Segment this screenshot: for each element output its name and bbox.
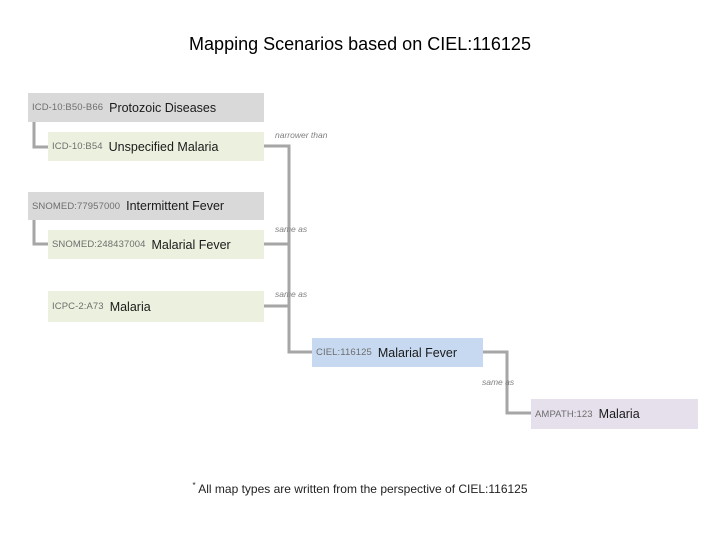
connector-icd-b54-to-ciel [264,144,312,354]
concept-box-snomed-248437004: SNOMED:248437004 Malarial Fever [48,230,264,259]
concept-box-icpc2-a73: ICPC-2:A73 Malaria [48,291,264,322]
concept-name: Unspecified Malaria [108,139,219,154]
concept-code: AMPATH:123 [535,408,593,420]
concept-name: Malarial Fever [151,237,231,252]
relation-label-same-as-icpc: same as [275,289,308,299]
relation-label-same-as-snomed: same as [275,224,308,234]
concept-box-snomed-77957000: SNOMED:77957000 Intermittent Fever [28,192,264,220]
concept-name: Malaria [109,299,151,314]
concept-name: Intermittent Fever [126,199,225,213]
concept-box-icd10-b54: ICD-10:B54 Unspecified Malaria [48,132,264,161]
concept-name: Malarial Fever [377,345,458,360]
footnote-text: All map types are written from the persp… [198,482,528,496]
concept-box-icd10-b50-b66: ICD-10:B50-B66 Protozoic Diseases [28,93,264,122]
concept-code: ICPC-2:A73 [52,301,104,312]
page-title: Mapping Scenarios based on CIEL:116125 [189,34,531,54]
connector-snomed-hierarchy [32,220,48,246]
concept-code: SNOMED:77957000 [32,200,121,212]
connector-icd-hierarchy [32,122,48,149]
concept-name: Protozoic Diseases [109,100,217,115]
concept-code: CIEL:116125 [316,347,372,358]
footnote-marker: * [192,481,196,490]
relation-label-narrower-than: narrower than [275,130,328,140]
concept-box-ampath-123: AMPATH:123 Malaria [531,399,698,429]
concept-code: SNOMED:248437004 [52,239,146,250]
footnote: * All map types are written from the per… [0,481,720,496]
concept-name: Malaria [598,407,640,421]
relation-label-same-as-ampath: same as [482,377,515,387]
connector-ciel-to-ampath [483,350,531,415]
concept-box-ciel-116125: CIEL:116125 Malarial Fever [312,338,483,367]
concept-code: ICD-10:B50-B66 [32,102,104,113]
concept-code: ICD-10:B54 [52,141,103,152]
